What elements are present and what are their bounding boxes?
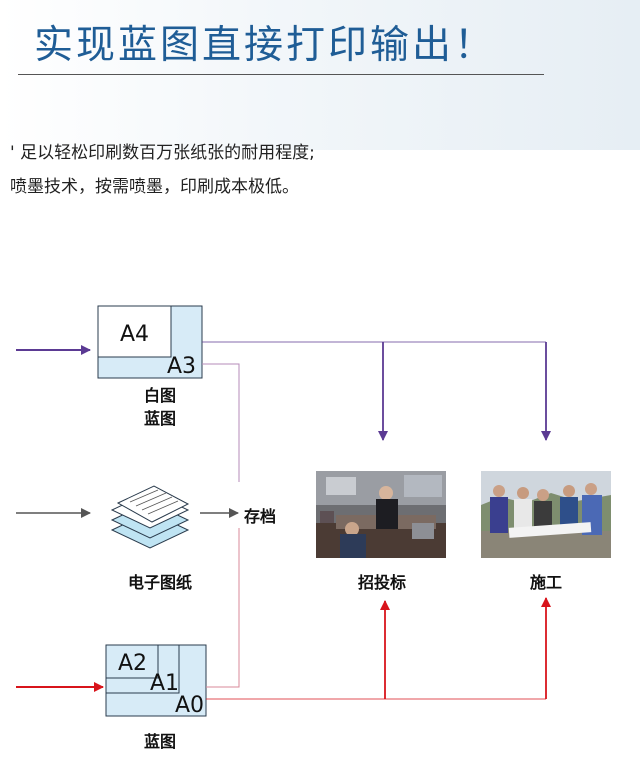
document-stack-icon [112, 486, 188, 548]
caption-construction: 施工 [516, 569, 576, 593]
paper-label-a4: A4 [120, 322, 149, 347]
paper-label-a3: A3 [167, 354, 196, 379]
caption-archive: 存档 [244, 503, 292, 527]
connector-bottom-archive [206, 528, 239, 687]
caption-electronic-drawing: 电子图纸 [110, 569, 210, 593]
connector-top-archive [202, 364, 239, 482]
caption-blueprint-top: 蓝图 [140, 405, 180, 429]
paper-label-a0: A0 [175, 693, 204, 718]
meeting-photo [316, 471, 446, 558]
caption-white-print: 白图 [140, 382, 180, 406]
caption-bidding: 招投标 [340, 569, 424, 593]
paper-label-a2: A2 [118, 651, 147, 676]
site-photo [481, 471, 611, 558]
caption-blueprint-bottom: 蓝图 [138, 728, 182, 752]
